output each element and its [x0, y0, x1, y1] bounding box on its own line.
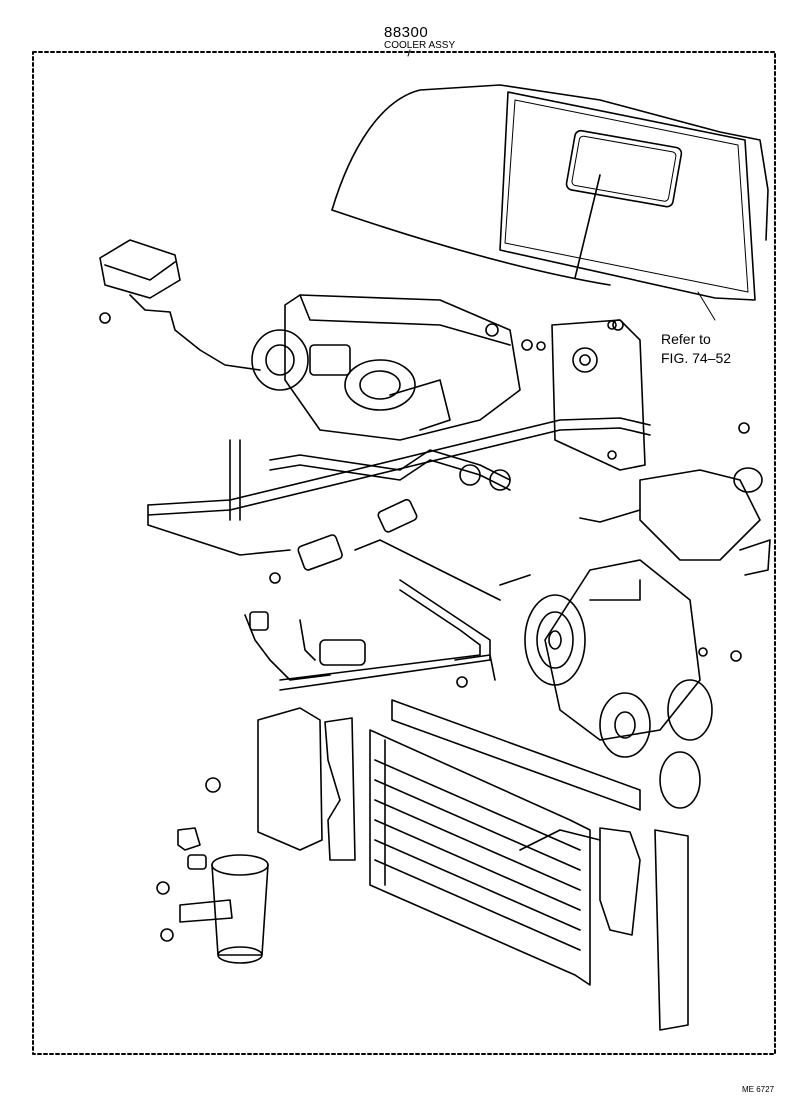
reference-text: Refer to [661, 331, 711, 347]
windshield [331, 84, 769, 286]
condenser [369, 699, 641, 986]
cover-panel [499, 91, 756, 321]
refrigerant-tubes [147, 417, 651, 691]
evaporator-unit [251, 294, 521, 441]
condenser-bracket-right [599, 827, 689, 1031]
title-leader [407, 49, 411, 57]
bracket-plate [551, 319, 646, 471]
part-number: 88300 [384, 24, 429, 41]
relay-harness [579, 467, 771, 576]
lower-fittings [156, 777, 221, 942]
reference-figure: FIG. 74–52 [661, 350, 732, 366]
hose-fittings [249, 464, 531, 681]
condenser-bracket-left [257, 707, 356, 861]
frame-border [32, 51, 776, 1055]
control-switch [99, 239, 261, 371]
compressor [524, 559, 713, 809]
part-name: COOLER ASSY [384, 40, 456, 51]
receiver-drier [179, 854, 269, 964]
drawing-code: ME 6727 [742, 1085, 775, 1094]
fasteners [269, 319, 750, 688]
